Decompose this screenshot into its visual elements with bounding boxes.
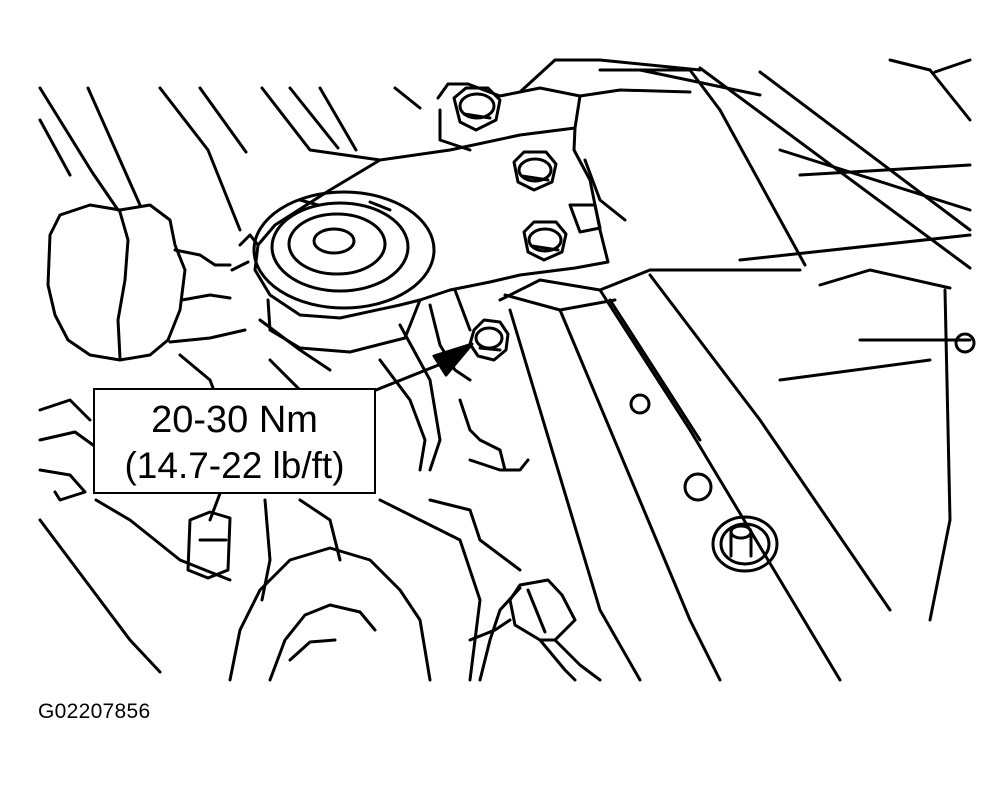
mount-bracket — [230, 58, 702, 382]
lower-cylinder — [228, 546, 432, 682]
callout-leader — [374, 342, 474, 392]
lower-housing — [38, 318, 530, 682]
torque-nm-label: 20-30 Nm — [151, 399, 318, 441]
figure-id: G02207856 — [38, 700, 151, 723]
bracket-bolts — [452, 86, 568, 262]
chassis-lines — [38, 58, 972, 622]
frame-rail — [498, 268, 976, 682]
mount-isolator — [252, 190, 436, 310]
target-bolt — [468, 318, 510, 362]
locating-pin — [711, 515, 779, 573]
cable-connector — [468, 578, 602, 682]
torque-spec-callout: 20-30 Nm (14.7-22 lb/ft) — [93, 388, 376, 494]
torque-lbft-label: (14.7-22 lb/ft) — [124, 445, 345, 486]
reservoir-cap — [46, 203, 247, 362]
